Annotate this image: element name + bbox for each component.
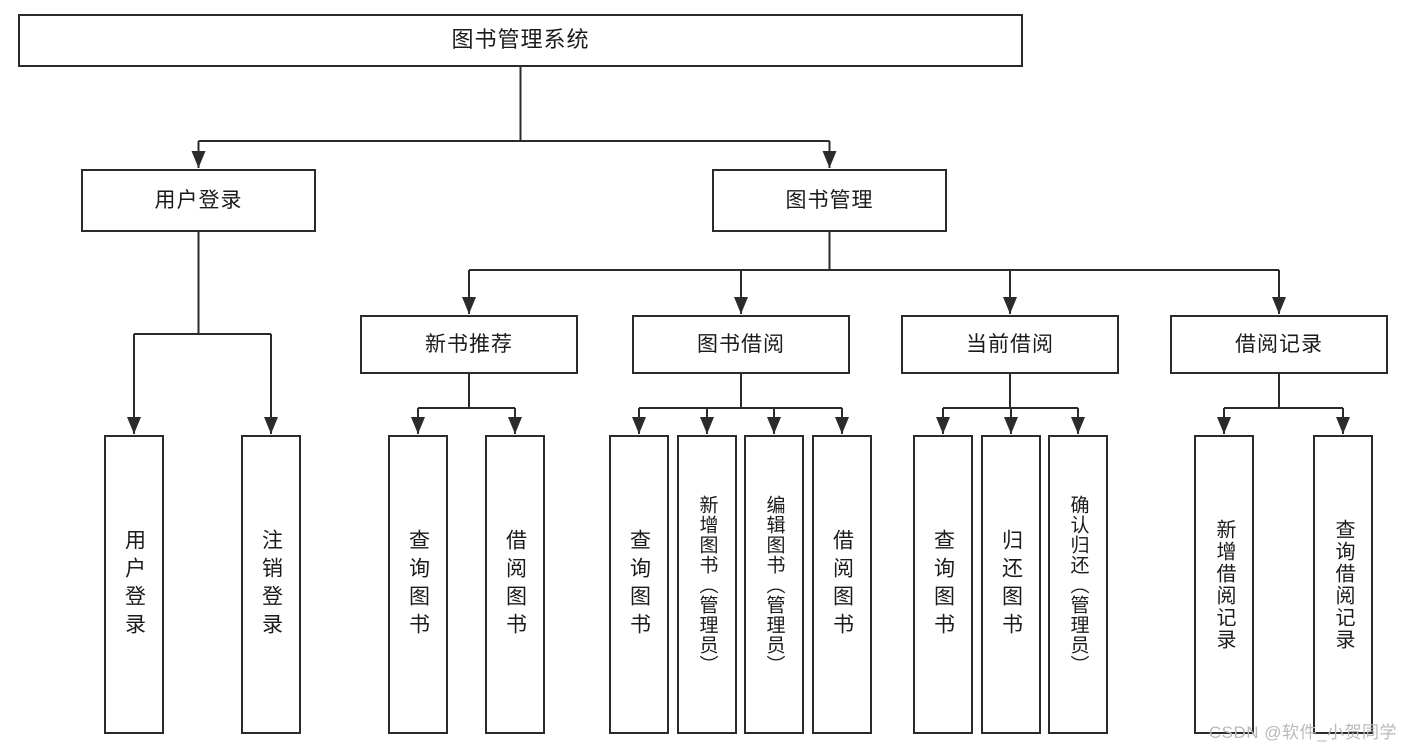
node-leaf-4: 查询图书: [609, 435, 669, 734]
node-root: 图书管理系统: [18, 14, 1023, 67]
node-level3-0-label: 新书推荐: [425, 332, 513, 356]
node-leaf-0: 用户登录: [104, 435, 164, 734]
node-leaf-7-label: 借阅图书: [830, 528, 854, 641]
node-level3-3-label: 借阅记录: [1235, 332, 1323, 356]
node-level2-1: 图书管理: [712, 169, 947, 232]
node-leaf-3: 借阅图书: [485, 435, 545, 734]
node-leaf-4-label: 查询图书: [627, 528, 651, 641]
node-level3-2-label: 当前借阅: [966, 332, 1054, 356]
node-level3-2: 当前借阅: [901, 315, 1119, 374]
node-leaf-5-label: 新增图书（管理员）: [696, 494, 718, 675]
node-leaf-7: 借阅图书: [812, 435, 872, 734]
node-leaf-10: 确认归还（管理员）: [1048, 435, 1108, 734]
node-leaf-6-label: 编辑图书（管理员）: [763, 494, 785, 675]
node-leaf-12: 查询借阅记录: [1313, 435, 1373, 734]
node-level2-0-label: 用户登录: [154, 188, 243, 212]
node-leaf-1-label: 注销登录: [259, 528, 283, 641]
node-leaf-10-label: 确认归还（管理员）: [1067, 494, 1089, 675]
node-leaf-9: 归还图书: [981, 435, 1041, 734]
node-level3-3: 借阅记录: [1170, 315, 1388, 374]
node-leaf-9-label: 归还图书: [999, 528, 1023, 641]
node-level3-0: 新书推荐: [360, 315, 578, 374]
node-level2-0: 用户登录: [81, 169, 316, 232]
node-leaf-11: 新增借阅记录: [1194, 435, 1254, 734]
node-leaf-3-label: 借阅图书: [503, 528, 527, 641]
node-leaf-11-label: 新增借阅记录: [1213, 518, 1235, 651]
node-leaf-1: 注销登录: [241, 435, 301, 734]
node-leaf-8: 查询图书: [913, 435, 973, 734]
node-leaf-0-label: 用户登录: [122, 528, 146, 641]
node-level2-1-label: 图书管理: [785, 188, 874, 212]
node-leaf-12-label: 查询借阅记录: [1332, 518, 1354, 651]
node-leaf-5: 新增图书（管理员）: [677, 435, 737, 734]
node-leaf-2-label: 查询图书: [406, 528, 430, 641]
node-root-label: 图书管理系统: [451, 27, 590, 53]
node-leaf-8-label: 查询图书: [931, 528, 955, 641]
node-leaf-2: 查询图书: [388, 435, 448, 734]
node-leaf-6: 编辑图书（管理员）: [744, 435, 804, 734]
node-level3-1: 图书借阅: [632, 315, 850, 374]
node-level3-1-label: 图书借阅: [697, 332, 785, 356]
